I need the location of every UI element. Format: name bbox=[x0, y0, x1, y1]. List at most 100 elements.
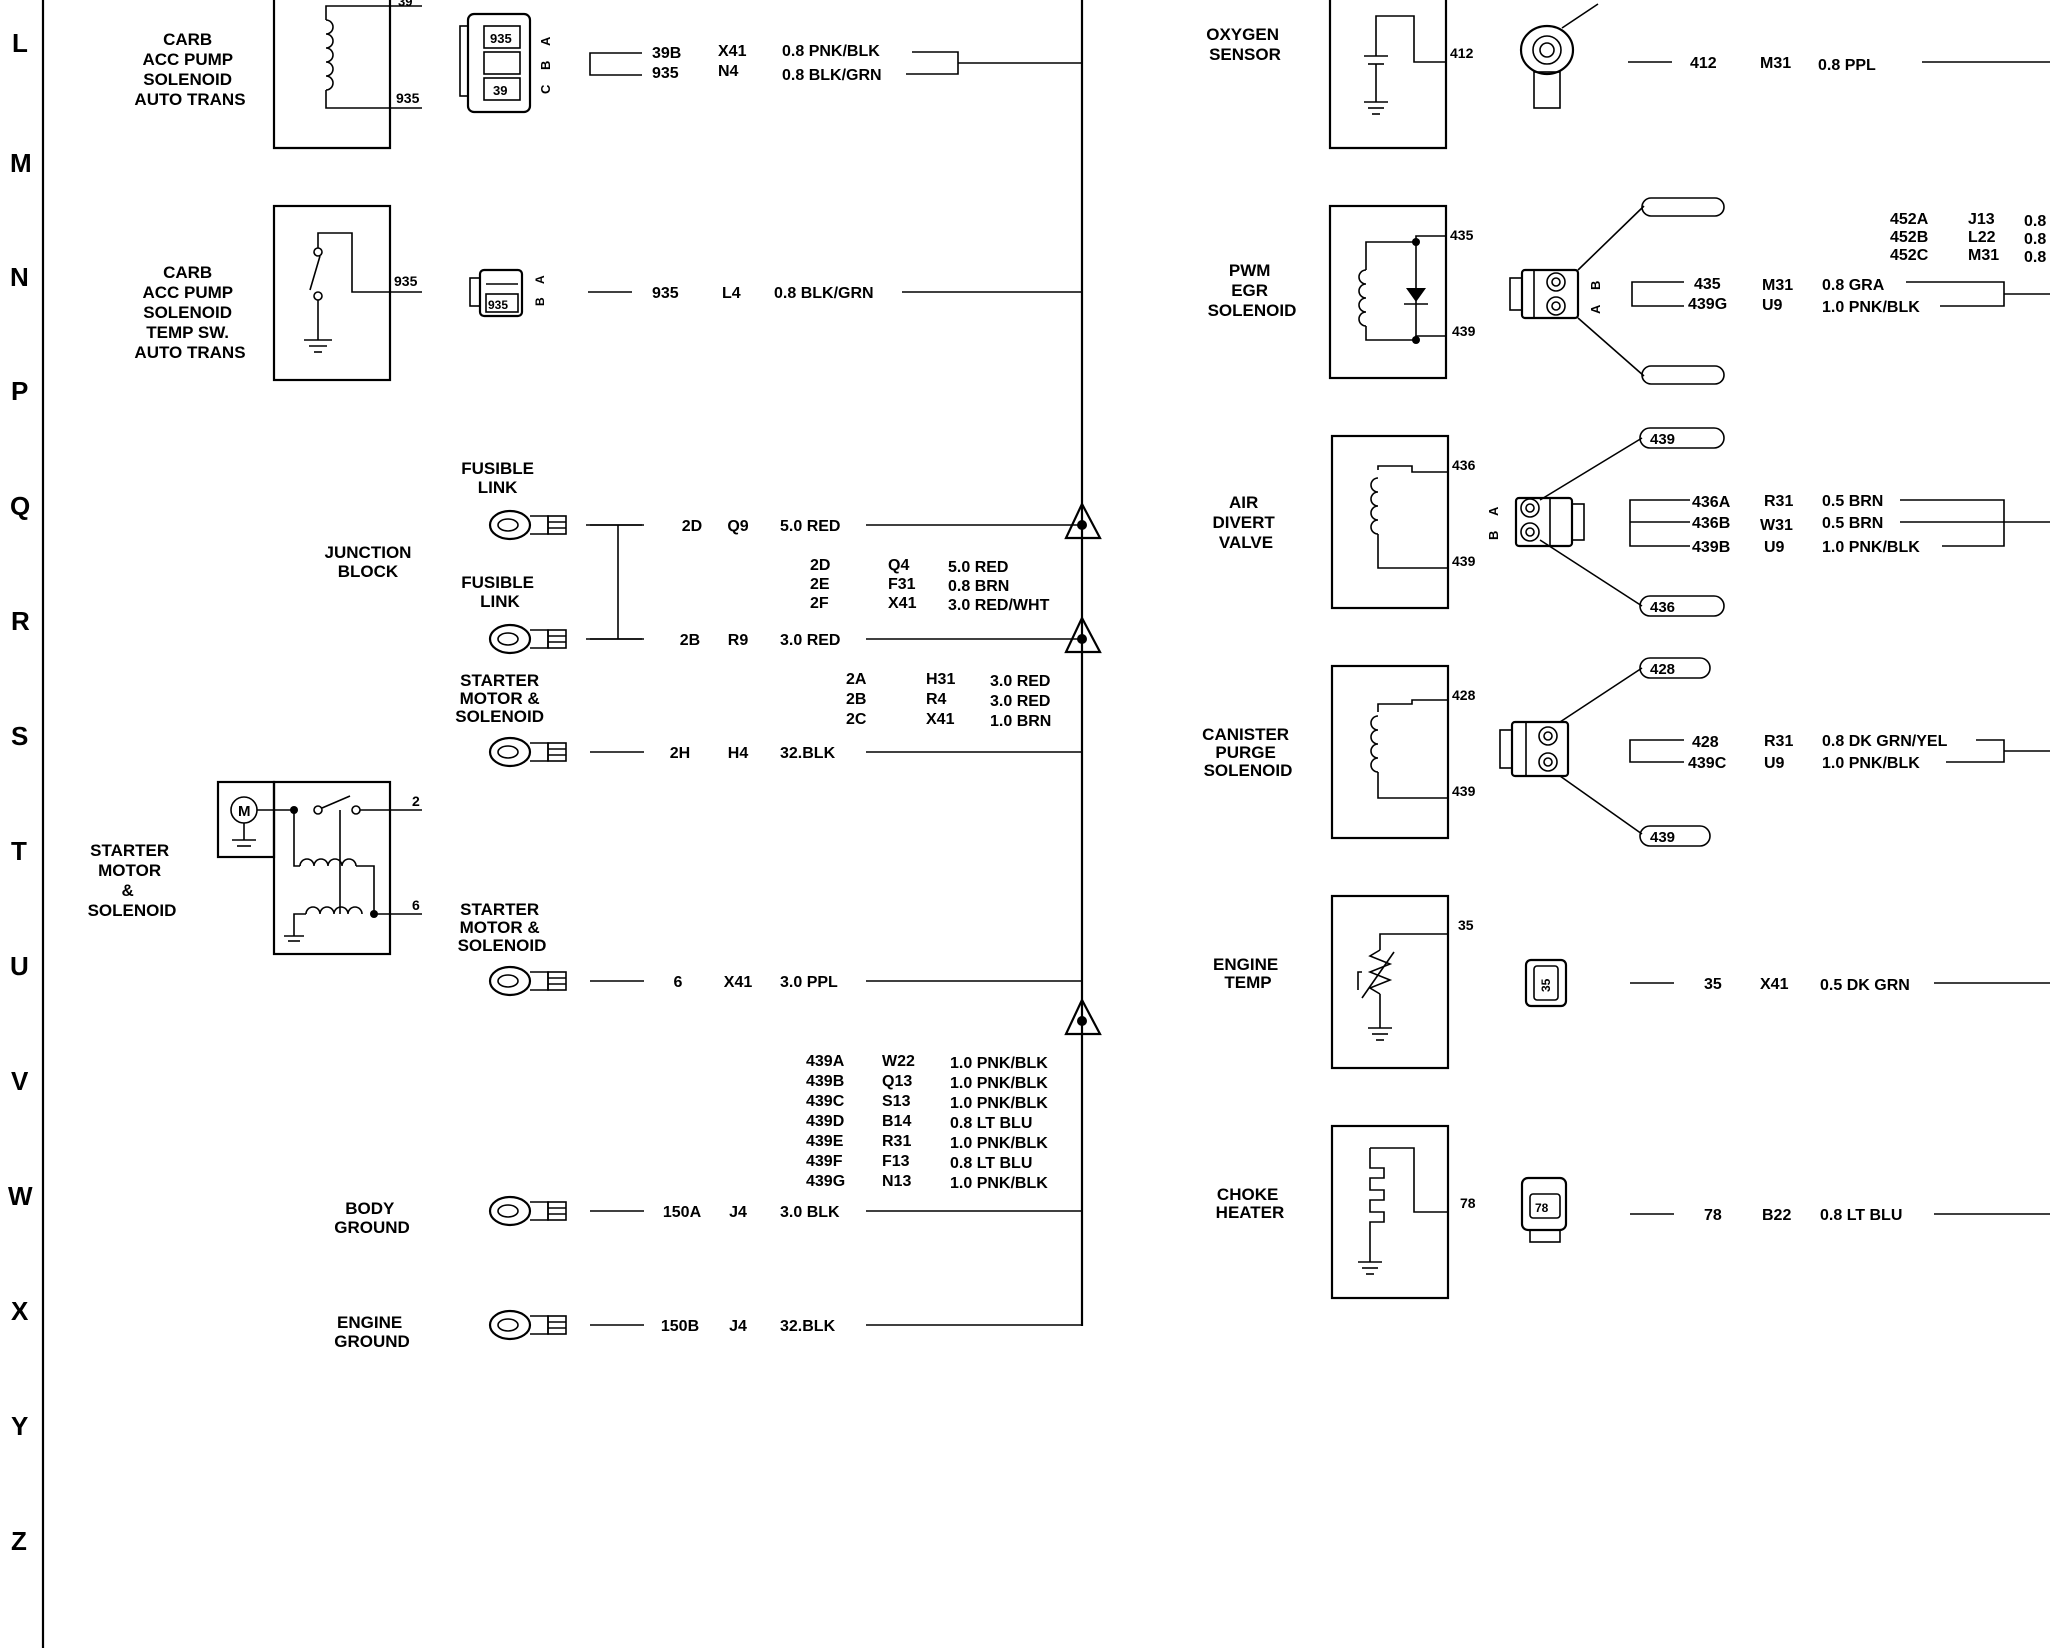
wire-location: N4 bbox=[718, 63, 739, 80]
wire-circuit: 39B bbox=[652, 45, 681, 62]
wire-spec: 1.0 PNK/BLK bbox=[1822, 299, 1920, 316]
component-label: ENGINE TEMP bbox=[1213, 955, 1283, 992]
starter-motor-solenoid: STARTER MOTOR & SOLENOID M 2 6 bbox=[88, 780, 422, 956]
splice-spec: 1.0 PNK/BLK bbox=[950, 1135, 1048, 1152]
splice-spec: 3.0 RED bbox=[990, 673, 1050, 690]
row-marker-n: N bbox=[10, 262, 29, 292]
svg-text:A: A bbox=[1588, 304, 1603, 314]
splice-circuit: 2E bbox=[810, 576, 830, 593]
splice-location: H31 bbox=[926, 671, 955, 688]
splice-location: B14 bbox=[882, 1113, 911, 1130]
svg-text:A: A bbox=[533, 275, 547, 284]
wire-spec: 32.BLK bbox=[780, 745, 836, 762]
extra-circuit: 452C bbox=[1890, 247, 1929, 264]
wire-spec: 3.0 PPL bbox=[780, 974, 838, 991]
splice-circuit: 2A bbox=[846, 671, 867, 688]
wire-location: J4 bbox=[729, 1204, 747, 1221]
splice-circuit: 2C bbox=[846, 711, 867, 728]
splice-spec: 0.8 LT BLU bbox=[950, 1115, 1032, 1132]
wire-circuit: 35 bbox=[1704, 976, 1722, 993]
svg-text:B: B bbox=[1486, 531, 1501, 540]
pin-tag: 439 bbox=[1650, 829, 1675, 846]
component-label: CHOKE HEATER bbox=[1216, 1185, 1285, 1222]
wire-location: U9 bbox=[1764, 539, 1785, 556]
wire-spec: 1.0 PNK/BLK bbox=[1822, 539, 1920, 556]
choke-connector: 78 bbox=[1520, 1176, 1568, 1243]
wire-circuit: 2H bbox=[670, 745, 690, 762]
splice-spec: 1.0 BRN bbox=[990, 713, 1051, 730]
wire-location: U9 bbox=[1762, 297, 1783, 314]
splice-spec: 3.0 RED/WHT bbox=[948, 597, 1050, 614]
temp-connector: 35 bbox=[1524, 958, 1568, 1008]
row-marker-t: T bbox=[11, 836, 27, 866]
wire-location: J4 bbox=[729, 1318, 747, 1335]
pin-label: 428 bbox=[1452, 687, 1476, 703]
pin-label: 436 bbox=[1452, 457, 1476, 473]
wire-circuit: 2D bbox=[682, 518, 702, 535]
ring-terminal-icon bbox=[488, 1195, 567, 1227]
splice-location: R4 bbox=[926, 691, 947, 708]
wire-location: Q9 bbox=[727, 518, 748, 535]
row-marker-q: Q bbox=[10, 491, 30, 521]
wire-circuit: 2B bbox=[680, 632, 700, 649]
svg-text:M: M bbox=[238, 803, 251, 820]
svg-text:A: A bbox=[538, 36, 553, 46]
wire-circuit: 439G bbox=[1688, 296, 1727, 313]
splice-location: W22 bbox=[882, 1053, 915, 1070]
splice-circuit: 439A bbox=[806, 1053, 845, 1070]
row-marker-y: Y bbox=[11, 1411, 28, 1441]
wire-spec: 3.0 RED bbox=[780, 632, 840, 649]
splice-location: R31 bbox=[882, 1133, 911, 1150]
svg-text:B: B bbox=[1588, 281, 1603, 290]
splice-location: F31 bbox=[888, 576, 916, 593]
component-label: AIR DIVERT VALVE bbox=[1212, 493, 1279, 552]
wire-location: X41 bbox=[718, 43, 747, 60]
extra-spec: 0.8 bbox=[2024, 213, 2046, 230]
wire-circuit: 935 bbox=[652, 285, 679, 302]
ring-terminal-icon bbox=[488, 509, 567, 541]
svg-text:B: B bbox=[538, 61, 553, 70]
splice-spec: 1.0 PNK/BLK bbox=[950, 1055, 1048, 1072]
splice-circuit: 439F bbox=[806, 1153, 843, 1170]
connector-2pin: 935 A B bbox=[469, 268, 547, 318]
oxygen-sensor: OXYGEN SENSOR 412 412 M31 0.8 PPL bbox=[1206, 0, 2050, 150]
wire-circuit: 150B bbox=[661, 1318, 699, 1335]
pin-label: 439 bbox=[1452, 323, 1476, 339]
pwm-egr-solenoid: PWM EGR SOLENOID 435 439 B A 435 439G M3… bbox=[1208, 197, 2050, 385]
splice-spec: 0.8 LT BLU bbox=[950, 1155, 1032, 1172]
wire-location: L4 bbox=[722, 285, 741, 302]
wire-circuit: 436A bbox=[1692, 494, 1731, 511]
extra-location: L22 bbox=[1968, 229, 1996, 246]
starter-terminal-label: STARTER MOTOR & SOLENOID STARTER MOTOR &… bbox=[455, 671, 549, 955]
body-ground-label: BODY GROUND bbox=[334, 1199, 410, 1237]
wire-circuit: 439C bbox=[1688, 755, 1727, 772]
engine-temp-sensor: ENGINE TEMP 35 35 35 X41 0.5 DK GRN bbox=[1213, 894, 2050, 1070]
ring-terminal-icon bbox=[488, 1309, 567, 1341]
extra-location: J13 bbox=[1968, 211, 1995, 228]
extra-spec: 0.8 bbox=[2024, 249, 2046, 266]
wire-spec: 0.5 DK GRN bbox=[1820, 977, 1910, 994]
engine-ground-label: ENGINE GROUND bbox=[334, 1313, 410, 1351]
svg-text:935: 935 bbox=[490, 31, 512, 46]
extra-spec: 0.8 bbox=[2024, 231, 2046, 248]
splice-circuit: 439C bbox=[806, 1093, 845, 1110]
svg-text:935: 935 bbox=[488, 298, 508, 312]
wire-circuit: 6 bbox=[674, 974, 683, 991]
wire-location: B22 bbox=[1762, 1207, 1791, 1224]
pin-label: 935 bbox=[396, 90, 420, 106]
splice-circuit: 439D bbox=[806, 1113, 844, 1130]
component-label: CARB ACC PUMP SOLENOID TEMP SW. AUTO TRA… bbox=[134, 263, 245, 362]
pin-label: 439 bbox=[1452, 553, 1476, 569]
pin-tag: 436 bbox=[1650, 599, 1675, 616]
carb-temp-switch: CARB ACC PUMP SOLENOID TEMP SW. AUTO TRA… bbox=[134, 204, 1082, 382]
carb-acc-pump-solenoid: CARB ACC PUMP SOLENOID AUTO TRANS 39 935… bbox=[134, 0, 1082, 150]
splice-location: X41 bbox=[888, 595, 917, 612]
splice-spec: 0.8 BRN bbox=[948, 578, 1009, 595]
